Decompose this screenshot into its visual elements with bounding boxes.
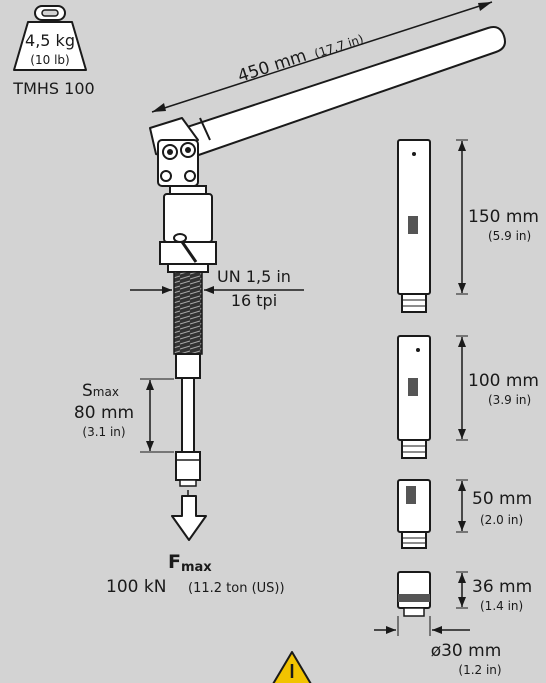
extension-50-dimension: [456, 479, 468, 533]
diameter-dimension: [374, 616, 470, 636]
extension-36: [397, 571, 431, 617]
extension-100: [397, 335, 431, 459]
stroke-label: Smax: [82, 381, 119, 401]
thread-size: UN 1,5 in: [217, 267, 291, 286]
extension-50: [397, 479, 431, 549]
thread-pitch: 16 tpi: [231, 291, 277, 310]
stroke-value: 80 mm: [74, 403, 134, 423]
handle-length: 450 mm: [235, 46, 309, 87]
weight-icon: [13, 5, 87, 71]
extension-36-dimension: [456, 571, 468, 609]
diameter-imperial: (1.2 in): [458, 663, 501, 677]
stroke-dimension: [140, 378, 174, 453]
extension-50-imperial: (2.0 in): [480, 513, 523, 527]
weight-imperial: (10 lb): [30, 53, 69, 67]
force-value: 100 kN: [106, 577, 166, 597]
extension-100-dimension: [456, 335, 468, 441]
release-valve-icon: [173, 233, 198, 263]
thread-dimension-arrows: [130, 286, 304, 294]
force-label: Fmax: [168, 551, 212, 575]
weight-value: 4,5 kg: [25, 31, 75, 50]
extension-150: [397, 139, 431, 313]
warning-icon: [272, 651, 312, 683]
extension-36-imperial: (1.4 in): [480, 599, 523, 613]
handle-length-imperial: (17.7 in): [313, 32, 366, 61]
extension-36-length: 36 mm: [472, 577, 532, 597]
force-arrow-icon: [171, 490, 207, 541]
extension-150-length: 150 mm: [468, 207, 539, 227]
handle-linkage: [157, 139, 199, 187]
force-imperial: (11.2 ton (US)): [188, 581, 285, 596]
diameter-value: ø30 mm: [431, 641, 502, 661]
extension-100-imperial: (3.9 in): [488, 393, 531, 407]
extension-100-length: 100 mm: [468, 371, 539, 391]
piston: [175, 353, 201, 487]
pump-body: [159, 185, 217, 273]
stroke-imperial: (3.1 in): [82, 425, 125, 439]
extension-150-imperial: (5.9 in): [488, 229, 531, 243]
threaded-cylinder: [173, 271, 203, 355]
extension-50-length: 50 mm: [472, 489, 532, 509]
handle-dimension-line: [151, 1, 493, 113]
model-name: TMHS 100: [12, 79, 94, 98]
extension-150-dimension: [456, 139, 468, 295]
